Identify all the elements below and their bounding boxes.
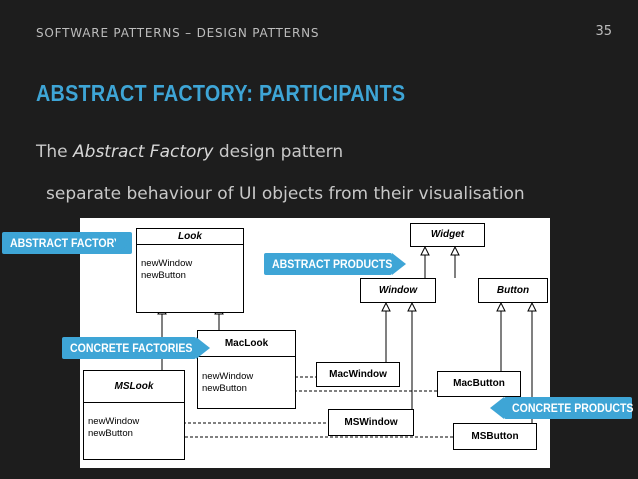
maclook-class-name: MacLook <box>224 338 269 349</box>
mslook-class-name: MSLook <box>114 381 154 392</box>
maclook-op-newwindow: newWindow <box>202 371 254 382</box>
mslook-op-newbutton: newButton <box>88 428 133 439</box>
callout-concrete-factories: CONCRETE FACTORIES <box>62 337 196 359</box>
callout-concrete-products-text: CONCRETE PRODUCTS <box>512 401 634 415</box>
maclook-class: MacLook newWindow newButton <box>197 330 296 409</box>
window-class: Window <box>360 278 436 303</box>
page-number: 35 <box>595 24 612 39</box>
callout-abstract-factory: ABSTRACT FACTORY <box>2 232 132 254</box>
callout-concrete-factories-pointer <box>196 337 210 359</box>
intro-prefix: The <box>36 142 74 162</box>
msbutton-class: MSButton <box>453 423 537 450</box>
mslook-op-newwindow: newWindow <box>88 416 140 427</box>
widget-class: Widget <box>410 223 485 247</box>
subtitle-text: separate behaviour of UI objects from th… <box>46 184 525 204</box>
macwindow-class: MacWindow <box>316 362 400 387</box>
mswindow-class: MSWindow <box>328 409 414 436</box>
macbutton-class: MacButton <box>437 371 521 397</box>
callout-abstract-factory-pointer <box>116 232 130 254</box>
section-header: SOFTWARE PATTERNS – DESIGN PATTERNS <box>36 26 320 40</box>
look-class-name: Look <box>178 231 202 242</box>
callout-concrete-factories-text: CONCRETE FACTORIES <box>70 341 193 355</box>
intro-text: The Abstract Factory design pattern <box>36 142 343 162</box>
button-class: Button <box>478 278 548 303</box>
callout-abstract-products-pointer <box>392 253 406 275</box>
intro-suffix: design pattern <box>213 142 344 162</box>
callout-concrete-products-pointer <box>490 397 504 419</box>
inherit-arrow-mswindow <box>407 301 417 312</box>
callout-abstract-factory-text: ABSTRACT FACTORY <box>10 236 121 250</box>
inherit-arrow-macbutton <box>496 301 506 312</box>
inherit-arrow-button <box>450 245 460 256</box>
inherit-arrow-window <box>420 245 430 256</box>
callout-concrete-products: CONCRETE PRODUCTS <box>504 397 634 419</box>
mslook-class: MSLook newWindow newButton <box>83 370 185 460</box>
callout-abstract-products: ABSTRACT PRODUCTS <box>264 253 392 275</box>
intro-emphasis: Abstract Factory <box>73 142 214 162</box>
inherit-arrow-macwindow <box>381 301 391 312</box>
look-op-newbutton: newButton <box>141 270 186 281</box>
inherit-arrow-msbutton <box>527 301 537 312</box>
look-op-newwindow: newWindow <box>141 258 193 269</box>
maclook-op-newbutton: newButton <box>202 383 247 394</box>
callout-abstract-products-text: ABSTRACT PRODUCTS <box>272 257 393 271</box>
look-class: Look newWindow newButton <box>136 228 244 313</box>
slide-title: ABSTRACT FACTORY: PARTICIPANTS <box>36 80 406 106</box>
